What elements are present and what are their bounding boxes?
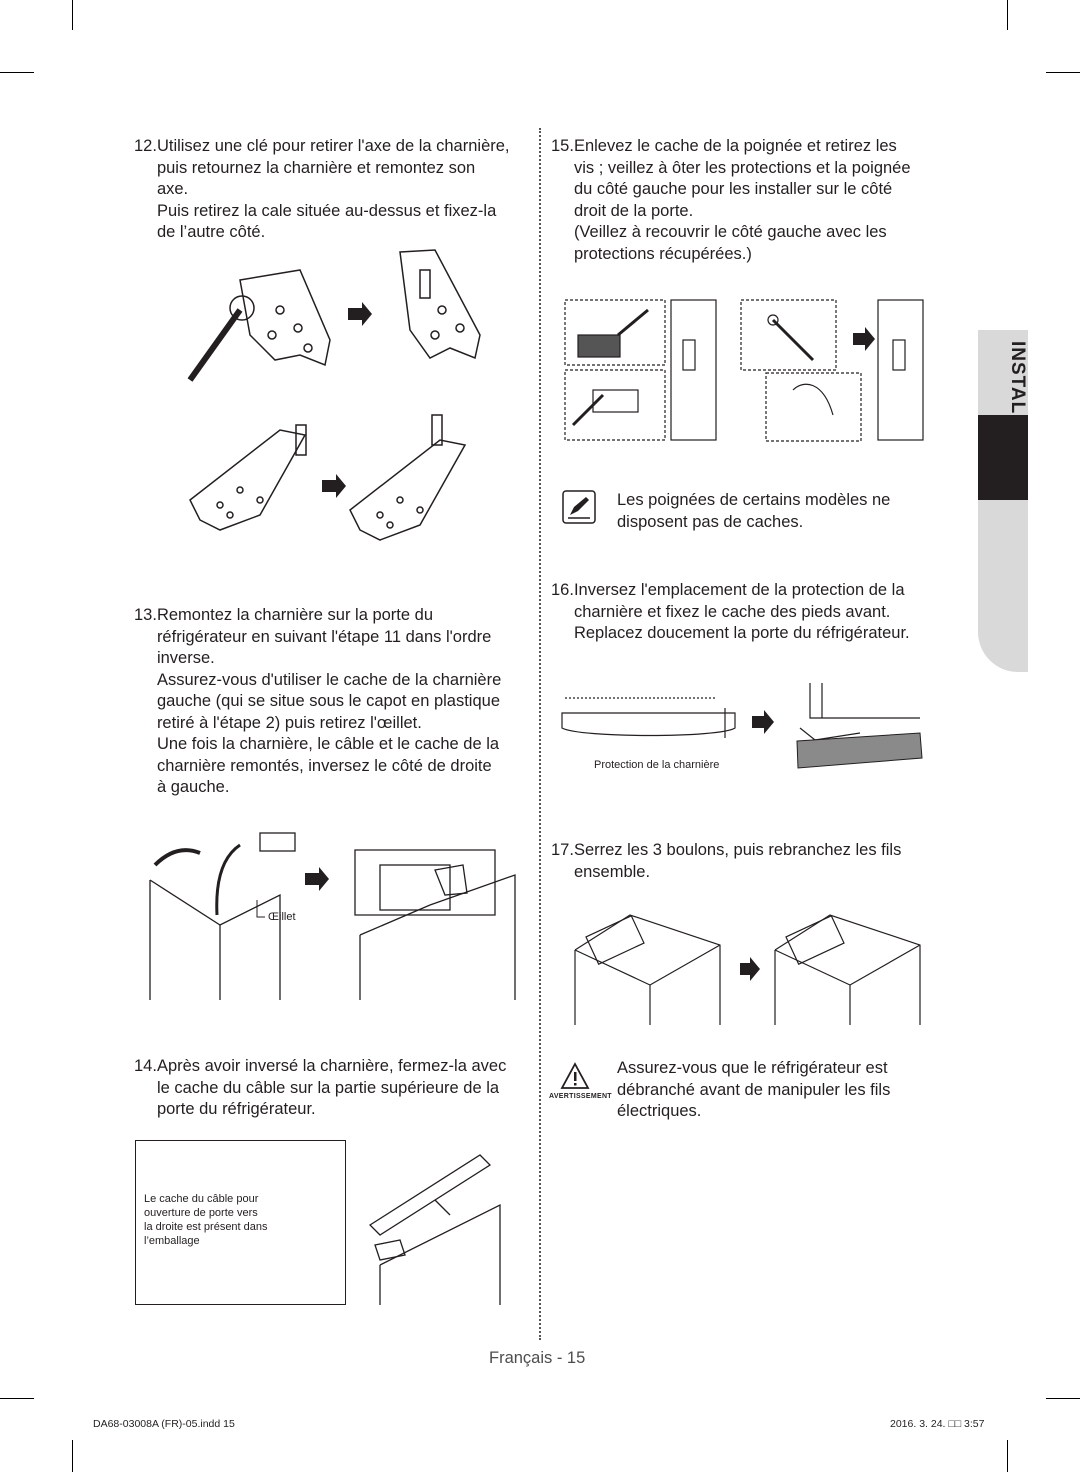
step-line: Une fois la charnière, le câble et le ca… [156, 735, 500, 753]
crop-mark [0, 1398, 34, 1399]
step-17: 17. Serrez les 3 boulons, puis rebranche… [551, 840, 951, 883]
oeillet-label: Œillet [268, 911, 296, 923]
note-text: Les poignées de certains modèles ne disp… [617, 490, 937, 533]
step-line: porte du réfrigérateur. [156, 1100, 316, 1118]
step-line: charnière et fixez le cache des pieds av… [573, 602, 891, 621]
crop-mark [1046, 72, 1080, 73]
handle-removal-illustration [564, 299, 924, 442]
caption-line: Le cache du câble pour [144, 1193, 259, 1205]
crop-mark [1046, 1398, 1080, 1399]
step-number: 15. [551, 137, 574, 155]
step-line: Replacez doucement la porte du réfrigéra… [573, 624, 910, 642]
crop-mark [72, 0, 73, 30]
note-line: Les poignées de certains modèles ne [617, 491, 891, 509]
step-line: droit de la porte. [573, 201, 694, 220]
step-line: (Veillez à recouvrir le côté gauche avec… [573, 223, 887, 241]
hinge-wrench-illustration [187, 249, 481, 541]
step-line: Utilisez une clé pour retirer l'axe de l… [156, 137, 510, 155]
warning-triangle-icon [560, 1062, 590, 1089]
step-line: Enlevez le cache de la poignée et retire… [573, 137, 897, 155]
caption-line: l’emballage [144, 1235, 200, 1247]
crop-mark [1007, 1440, 1008, 1472]
cable-cover-illustration [368, 1154, 501, 1305]
step-number: 17. [551, 841, 574, 859]
step-line: vis ; veillez à ôter les protections et … [573, 158, 911, 177]
step-line: le cache du câble sur la partie supérieu… [156, 1078, 500, 1097]
step-line: Serrez les 3 boulons, puis rebranchez le… [573, 841, 902, 859]
warning-line: débranché avant de manipuler les fils [617, 1080, 891, 1099]
step-number: 14. [134, 1057, 157, 1075]
step-line: de l’autre côté. [156, 223, 266, 241]
column-divider [539, 128, 541, 1340]
step-13: 13. Remontez la charnière sur la porte d… [134, 605, 530, 799]
step-16: 16. Inversez l'emplacement de la protect… [551, 580, 951, 645]
footer-date: 2016. 3. 24. □□ 3:57 [890, 1418, 985, 1430]
step-number: 16. [551, 581, 574, 599]
hinge-protection-illustration [561, 683, 923, 769]
warning-line: électriques. [617, 1102, 702, 1120]
warning-text: Assurez-vous que le réfrigérateur est dé… [617, 1058, 937, 1123]
caption-line: la droite est présent dans [144, 1221, 268, 1233]
footer-file: DA68-03008A (FR)-05.indd 15 [93, 1418, 235, 1430]
step-line: Assurez-vous d'utiliser le cache de la c… [156, 670, 502, 689]
step-line: protections récupérées.) [573, 244, 752, 263]
crop-mark [0, 72, 34, 73]
bolt-wiring-illustration [574, 914, 921, 1025]
step-line: axe. [156, 180, 189, 198]
step-12: 12. Utilisez une clé pour retirer l'axe … [134, 136, 530, 244]
step-line: réfrigérateur en suivant l'étape 11 dans… [156, 627, 492, 646]
step-number: 12. [134, 137, 157, 155]
crop-mark [72, 1440, 73, 1472]
step-14: 14. Après avoir inversé la charnière, fe… [134, 1056, 530, 1121]
step-15: 15. Enlevez le cache de la poignée et re… [551, 136, 951, 265]
tab-background [978, 330, 1028, 672]
note-icon [562, 490, 596, 524]
hinge-cable-illustration [149, 832, 516, 1000]
step-line: Après avoir inversé la charnière, fermez… [156, 1057, 507, 1075]
step-number: 13. [134, 606, 157, 624]
note-line: disposent pas de caches. [617, 512, 804, 531]
step-line: à gauche. [156, 778, 230, 796]
caption-line: ouverture de porte vers [144, 1207, 258, 1219]
tab-marker [978, 415, 1028, 500]
step-line: inverse. [156, 649, 215, 667]
section-tab-label: INSTALLATION [1007, 340, 1028, 490]
crop-mark [1007, 0, 1008, 30]
step-line: Remontez la charnière sur la porte du [156, 606, 433, 624]
warning-line: Assurez-vous que le réfrigérateur est [617, 1059, 888, 1077]
cable-cover-note: Le cache du câble pour ouverture de port… [144, 1192, 339, 1248]
step-line: charnière remontés, inversez le côté de … [156, 756, 492, 775]
step-line: retiré à l'étape 2) puis retirez l'œille… [156, 713, 422, 732]
step-line: Inversez l'emplacement de la protection … [573, 581, 905, 599]
page-label: Français - 15 [489, 1349, 586, 1367]
step-line: du côté gauche pour les installer sur le… [573, 180, 893, 198]
cable-cover-note-box [135, 1140, 346, 1305]
hinge-protection-label: Protection de la charnière [594, 759, 720, 771]
step-line: puis retournez la charnière et remontez … [156, 158, 476, 177]
step-line: gauche (qui se situe sous le capot en pl… [156, 692, 500, 710]
warning-label: AVERTISSEMENT [549, 1093, 612, 1100]
section-tab: INSTALLATION [978, 330, 1028, 672]
step-line: Puis retirez la cale située au-dessus et… [156, 201, 497, 220]
step-line: ensemble. [573, 862, 651, 881]
